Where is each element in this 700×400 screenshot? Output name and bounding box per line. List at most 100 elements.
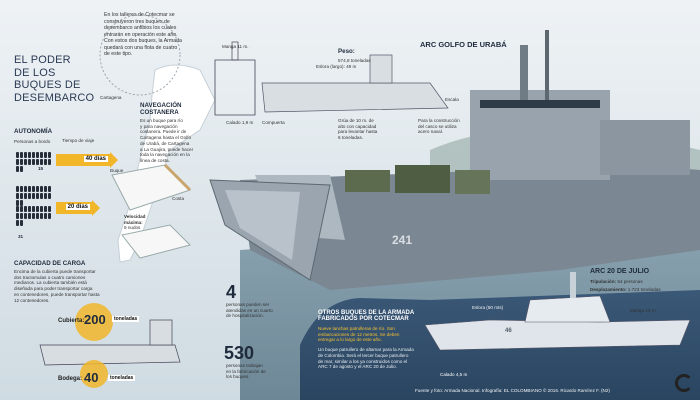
people-stat-line: atendidas en un cuarto — [226, 307, 273, 313]
workers-stat-line: en la fabricación de — [226, 368, 266, 374]
person-icon — [44, 186, 47, 192]
intro-line: quedará con una flota de cuatro — [104, 44, 178, 51]
carga-line: Encima de la cubierta puede transportar — [14, 269, 96, 274]
otros-p2-line: de mar, similar a los ya construidos com… — [318, 358, 408, 364]
autonomia-section: AUTONOMÍA Personas a bordo — [14, 128, 114, 145]
intro-line: de este tipo. — [104, 51, 133, 57]
person-icon — [44, 206, 47, 212]
buque-label: Buque — [110, 168, 124, 173]
person-icon — [16, 220, 19, 226]
grua-line: Grúa de 10 m. de — [338, 118, 374, 123]
main-ship-hull — [240, 165, 700, 290]
person-icon — [40, 193, 43, 199]
otros-title: OTROS BUQUES DE LA ARMADA — [318, 310, 415, 316]
title-line: BUQUES DE — [14, 79, 81, 92]
tripulacion-value: 54 personas — [617, 279, 643, 284]
tripulacion-label: Tripulación: — [590, 279, 617, 284]
person-icon — [48, 159, 51, 165]
person-icon — [48, 213, 51, 219]
person-icon — [16, 213, 19, 219]
desplazamiento-label: Desplazamiento: — [590, 287, 627, 292]
person-icon — [20, 220, 23, 226]
person-icon — [32, 159, 35, 165]
peso-block: Peso: 574,8 toneladas — [338, 40, 371, 64]
person-icon — [40, 159, 43, 165]
bodega-value: 40 — [84, 370, 99, 385]
calado-label: Calado 1,9 m — [226, 120, 254, 125]
arc20-tripulacion: Tripulación: 54 personas — [590, 279, 643, 285]
carga-title: CAPACIDAD DE CARGA — [14, 260, 86, 267]
el-colombiano-logo-icon — [675, 374, 693, 392]
person-icon — [20, 206, 23, 212]
workers-stat-number: 530 — [224, 343, 255, 363]
cubierta-value: 200 — [84, 312, 106, 327]
people-count-1: 15 — [38, 166, 44, 171]
carga-line: dos tractomulas o cuatro camiones — [14, 274, 86, 280]
otros-p1-line: entregar a lo largo de este año. — [318, 337, 382, 343]
navegacion-line: Es un buque para río — [140, 118, 183, 123]
person-icon — [28, 213, 31, 219]
tiempo-label: Tiempo de viaje — [62, 138, 95, 143]
otros-p2-line: Un buque patrullero de altamar para la A… — [318, 347, 414, 353]
intro-line: entrarán en operación este año. — [104, 31, 178, 38]
navegacion-title: COSTANERA — [140, 109, 179, 116]
intro-line: En los talleres de Cotecmar se — [104, 12, 175, 18]
person-icon — [36, 159, 39, 165]
autonomia-title: AUTONOMÍA — [14, 128, 53, 135]
workers-stat-line: los buques. — [226, 374, 250, 380]
casco-line: del casco se utiliza — [418, 123, 457, 129]
peso-label: Peso: — [338, 48, 355, 55]
intro-line: desembarco anfibios los cuales — [104, 25, 177, 31]
person-icon — [32, 213, 35, 219]
person-icon — [48, 206, 51, 212]
person-icon — [48, 186, 51, 192]
schematic-ship — [261, 82, 449, 113]
days-value: 40 días — [83, 156, 108, 162]
person-icon — [40, 213, 43, 219]
person-icon — [48, 193, 51, 199]
person-icon — [32, 186, 35, 192]
intro-line: construyeron tres buques de — [104, 18, 170, 25]
carga-line: diseñada para poder transportar carga — [14, 286, 93, 292]
hull-number: 241 — [392, 233, 413, 247]
person-icon — [44, 152, 47, 158]
person-icon — [16, 152, 19, 158]
arc20-ship — [424, 319, 691, 351]
days-arrow-2: 20 días — [56, 200, 100, 216]
person-icon — [28, 186, 31, 192]
manga-label: Manga 11 m. — [222, 44, 249, 49]
person-icon — [36, 206, 39, 212]
personas-label: Personas a bordo — [14, 139, 51, 144]
person-icon — [20, 166, 23, 172]
compuerta-label: Compuerta — [262, 120, 285, 125]
person-icon — [24, 193, 27, 199]
person-icon — [24, 213, 27, 219]
casco-line: Para la construcción — [418, 118, 460, 123]
bodega-circle — [80, 360, 108, 388]
page-title: EL PODER DE LOS BUQUES DE DESEMBARCO — [14, 54, 94, 105]
person-icon — [28, 206, 31, 212]
escala-label: Escala — [445, 97, 459, 102]
person-icon — [16, 200, 19, 206]
person-icon — [16, 159, 19, 165]
cubierta-label: Cubierta: — [58, 318, 85, 324]
person-icon — [16, 206, 19, 212]
arc20-desplazamiento: Desplazamiento: 1.723 toneladas — [590, 287, 661, 293]
casco-note: Para la construcción del casco se utiliz… — [418, 118, 488, 135]
costa-label: Costa — [172, 196, 185, 201]
person-icon — [36, 186, 39, 192]
people-stat-number: 4 — [226, 282, 237, 302]
person-icon — [32, 152, 35, 158]
workers-stat-line: personas trabajan — [226, 363, 263, 368]
person-icon — [20, 200, 23, 206]
navegacion-section: NAVEGACIÓN COSTANERA Es un buque para rí… — [140, 102, 220, 164]
bodega-label: Bodega: — [58, 376, 82, 382]
title-line: EL PODER — [14, 54, 71, 66]
people-stat-line: de hospitalización. — [226, 313, 264, 319]
person-icon — [44, 213, 47, 219]
person-icon — [16, 193, 19, 199]
cubierta-unit: toneladas — [112, 316, 140, 322]
grua-line: 6 toneladas. — [338, 135, 364, 141]
otros-title: FABRICADOS POR COTECMAR — [318, 316, 409, 322]
velocidad-line: Velocidad — [124, 214, 146, 219]
